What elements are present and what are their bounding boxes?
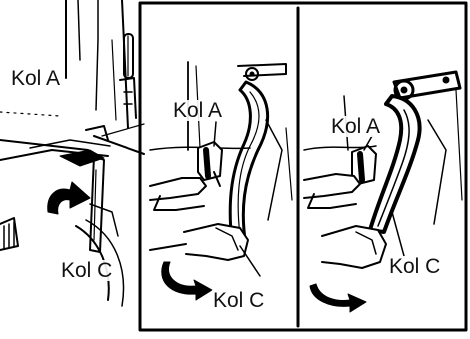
left-lever-a-label: Kol A [10, 68, 61, 89]
right-lever-c-label: Kol C [388, 256, 441, 277]
inset-frame [140, 3, 466, 330]
middle-panel [150, 62, 292, 300]
right-lever-a-label: Kol A [330, 116, 381, 137]
middle-lever-a-label: Kol A [172, 100, 223, 121]
left-lever-c-label: Kol C [60, 260, 113, 281]
middle-lever-c-label: Kol C [212, 290, 265, 311]
